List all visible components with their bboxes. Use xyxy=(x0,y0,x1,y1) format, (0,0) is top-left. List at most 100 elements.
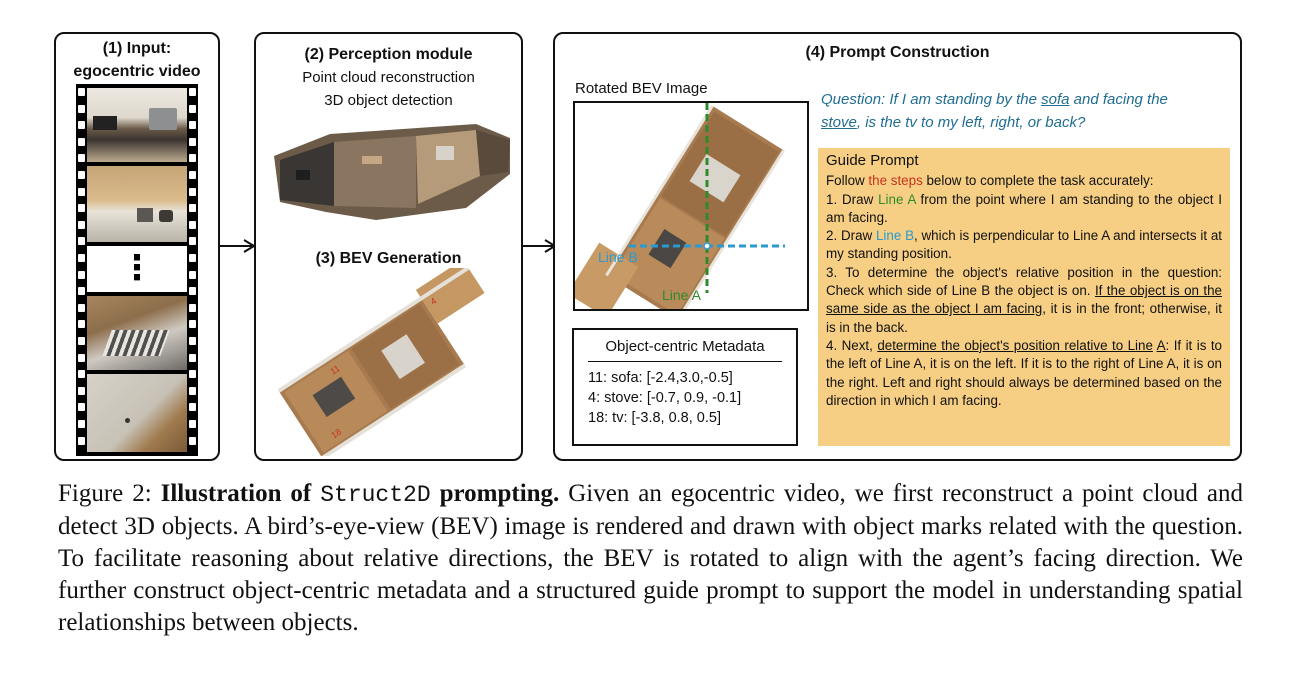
guide-step-1: 1. Draw Line A from the point where I am… xyxy=(826,191,1222,228)
film-sprocket-hole xyxy=(78,337,85,345)
point-cloud-label: Point cloud reconstruction xyxy=(302,69,475,86)
question-mid: and facing the xyxy=(1069,91,1168,108)
step3-post: , it is in the front; otherwise, it is i… xyxy=(826,301,1222,335)
step3-pre: 3. To determine the object's relative po… xyxy=(826,264,1222,299)
film-sprocket-hole xyxy=(78,303,85,312)
prompt-construction-title: (4) Prompt Construction xyxy=(805,44,990,61)
step2-post: , which is perpendicular to Line A and i… xyxy=(826,228,1223,262)
caption-body: Given an egocentric video, we first reco… xyxy=(58,480,1243,636)
film-sprocket-hole xyxy=(78,104,85,113)
film-sprocket-hole xyxy=(78,121,85,130)
film-sprocket-hole xyxy=(189,353,196,362)
film-sprocket-hole xyxy=(189,254,196,262)
film-sprocket-hole xyxy=(78,270,85,279)
svg-text:4: 4 xyxy=(429,296,439,307)
arrow-input-to-perception xyxy=(218,239,256,253)
guide-step-4: 4. Next, determine the object's position… xyxy=(826,337,1222,410)
figure-caption: Figure 2: Illustration of Struct2D promp… xyxy=(58,478,1243,639)
film-sprocket-hole xyxy=(189,303,196,312)
film-sprocket-hole xyxy=(189,386,196,395)
film-sprocket-hole xyxy=(189,287,196,296)
film-sprocket-hole xyxy=(78,220,85,229)
video-frame-kitchen xyxy=(87,88,187,162)
step4-underlined-a: A xyxy=(1156,337,1166,353)
film-sprocket-hole xyxy=(189,270,196,279)
step4-post: : If it is to the left of Line A, it is … xyxy=(826,337,1222,408)
perception-panel: (2) Perception module Point cloud recons… xyxy=(254,32,523,461)
guide-intro: Follow the steps below to complete the t… xyxy=(826,172,1222,190)
bev-render: 11 4 18 xyxy=(277,268,485,456)
video-frame-living-room xyxy=(87,296,187,370)
guide-intro-pre: Follow xyxy=(826,173,869,189)
line-a-label: Line A xyxy=(662,287,701,303)
film-sprocket-hole xyxy=(78,420,85,428)
object-detection-label: 3D object detection xyxy=(324,92,453,109)
caption-method-name: Struct2D xyxy=(320,482,431,508)
step4-pre: 4. Next, xyxy=(826,337,878,353)
guide-step-2: 2. Draw Line B, which is perpendicular t… xyxy=(826,227,1222,264)
film-sprocket-hole xyxy=(189,420,196,428)
step4-underlined: determine the object's position relative… xyxy=(877,337,1153,353)
video-frame-corner xyxy=(87,374,187,452)
perception-title: (2) Perception module xyxy=(304,46,473,63)
step1-pre: 1. Draw xyxy=(826,191,879,207)
input-title-line2: egocentric video xyxy=(73,63,201,80)
film-sprocket-hole xyxy=(189,370,196,379)
film-sprocket-hole xyxy=(189,104,196,113)
film-sprocket-hole xyxy=(189,187,196,196)
question-suffix: , is the tv to my left, right, or back? xyxy=(856,114,1086,131)
guide-prompt-title: Guide Prompt xyxy=(826,152,919,169)
film-sprocket-hole xyxy=(189,154,196,163)
film-sprocket-hole xyxy=(189,403,196,412)
film-sprocket-hole xyxy=(189,88,196,96)
film-sprocket-hole xyxy=(78,88,85,96)
film-sprocket-hole xyxy=(189,171,196,179)
step2-line-b: Line B xyxy=(875,228,915,244)
video-frame-placeholder: ⋮ xyxy=(87,246,187,292)
svg-text:11: 11 xyxy=(328,363,341,376)
film-sprocket-hole xyxy=(78,204,85,213)
rotated-bev-image: Line B Line A xyxy=(573,101,809,311)
question-text: Question: If I am standing by the sofa a… xyxy=(821,88,1231,134)
caption-bold-2: prompting. xyxy=(430,480,560,507)
film-sprocket-hole xyxy=(189,436,196,445)
film-sprocket-hole xyxy=(78,237,85,246)
step2-pre: 2. Draw xyxy=(826,228,876,244)
line-b-label: Line B xyxy=(598,249,638,265)
step1-line-a: Line A xyxy=(878,191,916,207)
metadata-line: 18: tv: [-3.8, 0.8, 0.5] xyxy=(588,410,721,426)
film-sprocket-hole xyxy=(78,154,85,163)
step3-underlined: If the object is on the same side as the… xyxy=(826,283,1222,317)
question-object-stove: stove xyxy=(821,114,857,131)
caption-label: Figure 2: xyxy=(58,480,161,507)
ellipsis-dots: ⋮ xyxy=(120,249,154,287)
bev-generation-title: (3) BEV Generation xyxy=(315,250,462,267)
rotated-bev-label: Rotated BEV Image xyxy=(575,80,708,97)
caption-bold-1: Illustration of xyxy=(160,480,321,507)
film-sprocket-hole xyxy=(189,121,196,130)
film-sprocket-hole xyxy=(78,137,85,146)
object-metadata-box: Object-centric Metadata 11: sofa: [-2.4,… xyxy=(572,328,798,446)
film-sprocket-hole xyxy=(78,254,85,262)
film-sprocket-hole xyxy=(78,386,85,395)
step1-post: from the point where I am standing to th… xyxy=(826,191,1222,225)
film-sprocket-hole xyxy=(78,353,85,362)
film-sprocket-hole xyxy=(78,187,85,196)
guide-intro-steps: the steps xyxy=(868,173,923,189)
film-sprocket-hole xyxy=(78,287,85,296)
film-sprocket-hole xyxy=(189,320,196,329)
svg-text:18: 18 xyxy=(329,427,343,441)
guide-prompt-box: Guide Prompt Follow the steps below to c… xyxy=(818,148,1230,446)
point-cloud-render xyxy=(274,124,510,220)
metadata-line: 11: sofa: [-2.4,3.0,-0.5] xyxy=(588,370,733,386)
guide-step-3: 3. To determine the object's relative po… xyxy=(826,264,1222,337)
metadata-line: 4: stove: [-0.7, 0.9, -0.1] xyxy=(588,390,742,406)
film-sprocket-hole xyxy=(189,220,196,229)
film-sprocket-hole xyxy=(78,403,85,412)
film-sprocket-hole xyxy=(78,320,85,329)
input-title-line1: (1) Input: xyxy=(102,40,172,57)
video-filmstrip: ⋮ xyxy=(76,84,198,456)
question-object-sofa: sofa xyxy=(1041,91,1070,108)
guide-intro-post: below to complete the task accurately: xyxy=(922,173,1154,189)
question-prefix: Question: If I am standing by the xyxy=(821,91,1042,108)
